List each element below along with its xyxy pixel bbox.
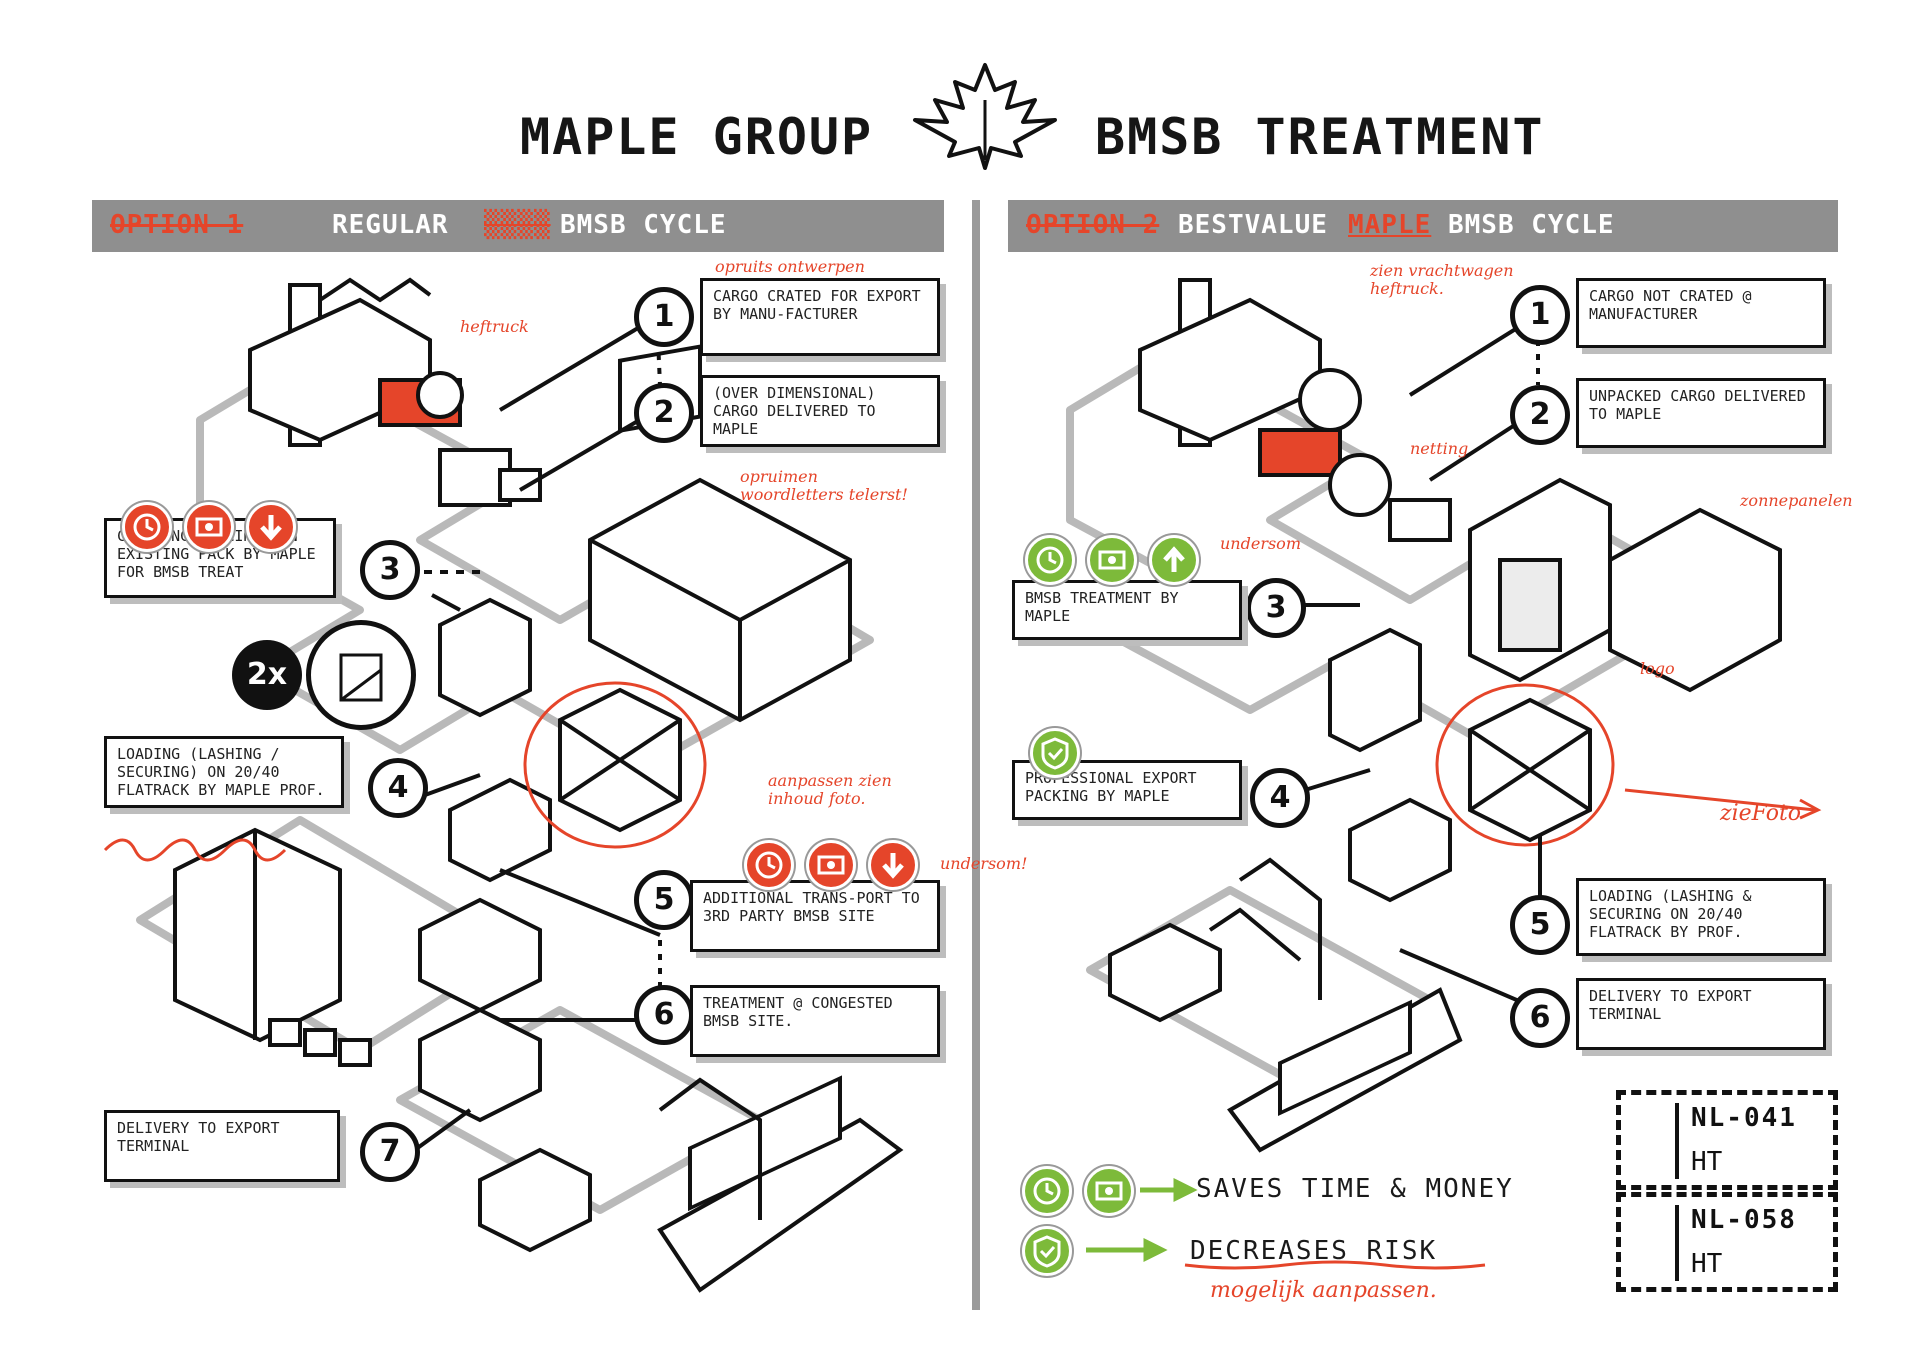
option1-step-5-text: ADDITIONAL TRANS-PORT TO 3RD PARTY BMSB …: [690, 880, 940, 952]
money-icon: [184, 502, 234, 552]
option1-note-3: opruimen woordletters telerst!: [740, 467, 908, 504]
right-factory: [1138, 278, 1452, 542]
option1-banner-text-b: BMSB CYCLE: [560, 210, 727, 240]
option1-step-3: 3: [360, 540, 420, 600]
option1-step-2-text: (OVER DIMENSIONAL) CARGO DELIVERED TO MA…: [700, 375, 940, 447]
right-red-arrow: [1624, 788, 1816, 812]
option1-step-7-text: DELIVERY TO EXPORT TERMINAL: [104, 1110, 340, 1182]
legend-arrows: [1086, 1177, 1198, 1263]
option1-step-4: 4: [368, 758, 428, 818]
left-terminal: [173, 827, 372, 1067]
option2-step-4: 4: [1250, 768, 1310, 828]
option1-step-6-text: TREATMENT @ CONGESTED BMSB SITE.: [690, 985, 940, 1057]
option1-step-4-text: LOADING (LASHING / SECURING) ON 20/40 FL…: [104, 736, 344, 808]
money-icon: [806, 840, 856, 890]
option2-step-2-text: UNPACKED CARGO DELIVERED TO MAPLE: [1576, 378, 1826, 448]
option2-note-5: logo: [1640, 659, 1675, 678]
maple-leaf-icon: [895, 60, 1075, 170]
right-port: [1108, 857, 1463, 1153]
clock-icon: [1025, 535, 1075, 585]
option1-step-1: 1: [634, 287, 694, 347]
option1-step-6: 6: [634, 985, 694, 1045]
option1-step-2: 2: [634, 383, 694, 443]
left-scribble: [103, 838, 287, 862]
tag-barcode-icon: [1631, 1205, 1679, 1281]
legend-decreases: DECREASES RISK: [1190, 1236, 1438, 1266]
arrow-up-icon: [1149, 535, 1199, 585]
option2-banner-maple: MAPLE: [1348, 210, 1432, 240]
clock-icon: [744, 840, 794, 890]
tag-barcode-icon: [1631, 1103, 1679, 1179]
option1-badge: 2x: [232, 640, 302, 710]
option2-note-4: undersom: [1220, 534, 1301, 553]
left-factory: [248, 277, 542, 507]
option1-step-1-text: CARGO CRATED FOR EXPORT BY MANU-FACTURER: [700, 278, 940, 356]
option2-step-3-text: BMSB TREATMENT BY MAPLE: [1012, 580, 1242, 640]
money-icon: [1084, 1166, 1134, 1216]
option1-note-5: undersom!: [940, 854, 1028, 873]
legend-saves: SAVES TIME & MONEY: [1196, 1174, 1514, 1204]
option1-banner: OPTION 1 REGULAR ▒▒▒▒ BMSB CYCLE: [92, 200, 944, 252]
option2-step-1-text: CARGO NOT CRATED @ MANUFACTURER: [1576, 278, 1826, 348]
option2-step-6: 6: [1510, 988, 1570, 1048]
option2-banner-text-a: BESTVALUE: [1178, 210, 1328, 240]
opening-tool-icon: [306, 620, 416, 730]
right-warehouse: [1468, 477, 1782, 693]
option2-step-5-text: LOADING (LASHING & SECURING ON 20/40 FLA…: [1576, 878, 1826, 956]
option2-banner-text-b: BMSB CYCLE: [1448, 210, 1615, 240]
arrow-down-icon: [868, 840, 918, 890]
option1-step-5: 5: [634, 870, 694, 930]
tag-ht: HT: [1691, 1249, 1723, 1279]
option2-step-2: 2: [1510, 385, 1570, 445]
option2-note-3: zonnepanelen: [1740, 491, 1853, 510]
arrow-down-icon: [246, 502, 296, 552]
treatment-tag-1: NL-041 HT: [1616, 1090, 1838, 1190]
option2-note-2: netting: [1410, 439, 1469, 458]
left-connectors: [410, 313, 662, 1154]
tag-ht: HT: [1691, 1147, 1723, 1177]
option1-note-1: opruits ontwerpen: [715, 257, 865, 276]
option1-note-2: heftruck: [460, 317, 529, 336]
option2-note-6: zieFoto: [1720, 801, 1802, 826]
left-crate: [438, 597, 682, 833]
option2-step-3: 3: [1246, 578, 1306, 638]
left-trucks: [418, 777, 552, 1123]
option2-step-6-text: DELIVERY TO EXPORT TERMINAL: [1576, 978, 1826, 1050]
option1-note-4: aanpassen zien inhoud foto.: [768, 771, 892, 808]
clock-icon: [1022, 1166, 1072, 1216]
option1-step-7: 7: [360, 1122, 420, 1182]
legend-note: mogelijk aanpassen.: [1210, 1278, 1437, 1303]
option2-strike: OPTION 2: [1026, 210, 1160, 240]
legend-underline: [1184, 1260, 1486, 1270]
clock-icon: [122, 502, 172, 552]
shield-check-icon: [1022, 1226, 1072, 1276]
left-highlight-circle: [523, 681, 707, 849]
right-crate: [1328, 627, 1592, 903]
left-ship: [478, 1075, 904, 1293]
tag-code: NL-058: [1691, 1205, 1797, 1235]
tag-code: NL-041: [1691, 1103, 1797, 1133]
money-icon: [1087, 535, 1137, 585]
option2-step-5: 5: [1510, 895, 1570, 955]
title-right: BMSB TREATMENT: [1095, 108, 1545, 166]
option1-banner-text-a: REGULAR: [332, 210, 449, 240]
option2-step-1: 1: [1510, 285, 1570, 345]
option2-note-1: zien vrachtwagen heftruck.: [1370, 261, 1514, 298]
option1-strike: OPTION 1: [110, 210, 244, 240]
title-left: MAPLE GROUP: [520, 108, 874, 166]
right-highlight-circle: [1435, 683, 1615, 847]
treatment-tag-2: NL-058 HT: [1616, 1192, 1838, 1292]
option2-banner: OPTION 2 BESTVALUE MAPLE BMSB CYCLE: [1008, 200, 1838, 252]
shield-check-icon: [1030, 728, 1080, 778]
